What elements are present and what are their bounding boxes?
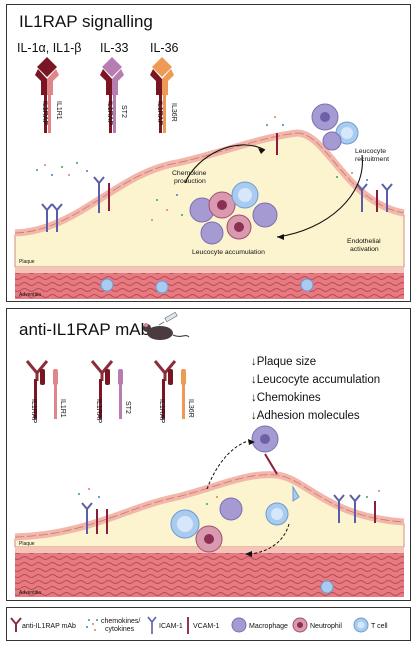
effect-chemokines: ↓Chemokines xyxy=(251,392,321,404)
receptor-label-st2-b: ST2 xyxy=(124,401,131,414)
blocked-receptor-st2: IL1RAP ST2 xyxy=(92,361,131,423)
legend-neutrophil-label: Neutrophil xyxy=(310,623,342,630)
label-accumulation: Leucocyte accumulation xyxy=(192,249,265,256)
label-recruitment-line1: Leucocyte xyxy=(355,148,386,155)
macrophage-cell xyxy=(323,132,341,150)
receptor-complex-il1r1: IL1RAP IL1R1 xyxy=(35,57,62,133)
receptor-complex-il36r: IL1RAP IL36R xyxy=(150,57,177,133)
tcell-cell xyxy=(321,581,333,593)
plaque-label-bottom: Plaque xyxy=(19,541,35,547)
effect-plaque-size: ↓Plaque size xyxy=(251,356,316,368)
legend-antibody-icon xyxy=(11,618,21,632)
receptor-label-il1rap-b3: IL1RAP xyxy=(158,399,165,423)
macrophage-cell xyxy=(201,222,223,244)
top-panel-illustration: IL1RAP signalling IL-1α, IL1-β IL-33 IL-… xyxy=(7,5,412,303)
adventitia-layer-bottom xyxy=(15,553,404,597)
macrophage-cell xyxy=(220,498,242,520)
blocked-receptor-il36r: IL1RAP IL36R xyxy=(155,361,194,423)
macrophage-cell xyxy=(253,203,277,227)
legend-antibody-label: anti-IL1RAP mAb xyxy=(22,623,76,630)
legend-tcell-label: T cell xyxy=(371,623,388,630)
receptor-label-il36r: IL36R xyxy=(170,103,177,122)
legend-icam-label: ICAM-1 xyxy=(159,623,183,630)
effect-adhesion-molecules: ↓Adhesion molecules xyxy=(251,410,360,422)
label-endothelial-line2: activation xyxy=(350,246,379,253)
tcell-cell xyxy=(301,279,313,291)
label-endothelial-line1: Endothelial xyxy=(347,238,381,245)
legend-chemokine-icon xyxy=(86,619,98,631)
blocked-receptor-il1r1: IL1RAP IL1R1 xyxy=(27,361,66,423)
top-panel-il1rap-signalling: IL1RAP signalling IL-1α, IL1-β IL-33 IL-… xyxy=(6,4,411,302)
tcell-cell xyxy=(101,279,113,291)
ligand-label-il1: IL-1α, IL1-β xyxy=(17,41,81,55)
adventitia-label-bottom: Adventitia xyxy=(19,590,41,596)
legend-chemokines-line2: cytokines xyxy=(105,626,135,633)
label-chemokine-line2: production xyxy=(174,178,206,185)
legend-illustration: anti-IL1RAP mAb chemokines/ cytokines IC… xyxy=(7,608,412,642)
ligand-label-il33: IL-33 xyxy=(100,41,129,55)
legend-icam-icon xyxy=(148,617,156,634)
bottom-panel-anti-il1rap: anti-IL1RAP mAb IL1RAP IL1R1 IL1RAP ST2 xyxy=(6,308,411,601)
receptor-label-st2: ST2 xyxy=(120,105,127,118)
top-panel-title: IL1RAP signalling xyxy=(19,12,153,31)
label-chemokine-line1: Chemokine xyxy=(172,170,207,177)
plaque-label: Plaque xyxy=(19,259,35,265)
syringe-icon xyxy=(159,312,177,325)
bottom-panel-illustration: anti-IL1RAP mAb IL1RAP IL1R1 IL1RAP ST2 xyxy=(7,309,412,602)
receptor-label-il1r1-b: IL1R1 xyxy=(59,399,66,418)
bottom-panel-title: anti-IL1RAP mAb xyxy=(19,320,150,339)
receptor-label-il1rap-2: IL1RAP xyxy=(106,101,113,125)
adventitia-layer xyxy=(15,273,404,299)
legend-macrophage-label: Macrophage xyxy=(249,623,288,630)
ligand-label-il36: IL-36 xyxy=(150,41,179,55)
label-recruitment-line2: recruitment xyxy=(355,156,389,163)
legend-chemokines-line1: chemokines/ xyxy=(101,618,140,625)
media-layer xyxy=(15,267,404,273)
macrophage-cell xyxy=(312,104,338,130)
adventitia-label: Adventitia xyxy=(19,292,41,298)
receptor-label-il1rap-b1: IL1RAP xyxy=(30,399,37,423)
receptor-label-il1rap-1: IL1RAP xyxy=(41,101,48,125)
receptor-label-il1rap-3: IL1RAP xyxy=(156,101,163,125)
receptor-label-il1r1: IL1R1 xyxy=(55,101,62,120)
receptor-label-il1rap-b2: IL1RAP xyxy=(95,399,102,423)
legend: anti-IL1RAP mAb chemokines/ cytokines IC… xyxy=(6,607,411,641)
legend-vcam-label: VCAM-1 xyxy=(193,623,220,630)
legend-macrophage-icon xyxy=(232,618,246,632)
tcell-cell xyxy=(156,281,168,293)
effect-leucocyte-accumulation: ↓Leucocyte accumulation xyxy=(251,374,380,386)
receptor-label-il36r-b: IL36R xyxy=(187,399,194,418)
receptor-complex-st2: IL1RAP ST2 xyxy=(100,57,127,133)
